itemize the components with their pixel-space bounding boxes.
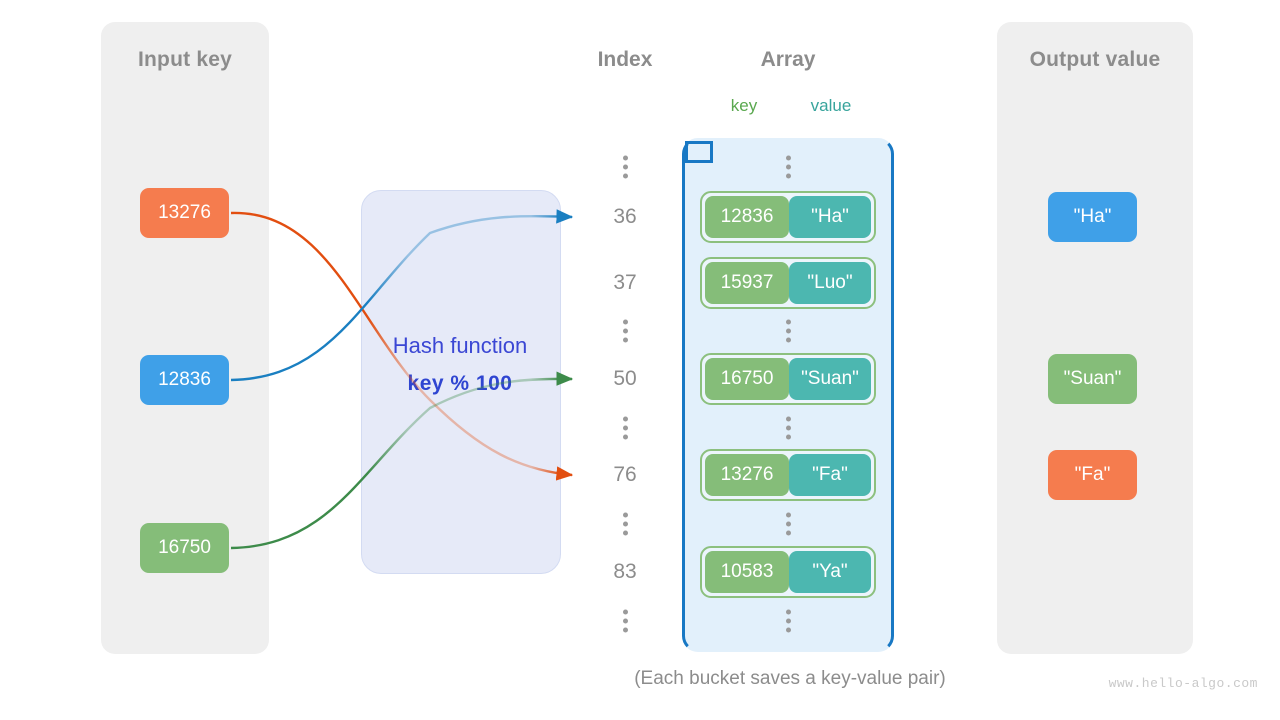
key-sub-header: key — [730, 96, 758, 115]
output-panel-title: Output value — [1029, 48, 1161, 71]
output-value-chip-fa[interactable]: "Fa" — [1048, 450, 1137, 500]
array-ellipsis — [682, 152, 894, 183]
input-key-chip-13276[interactable]: 13276 — [140, 188, 229, 238]
index-label-76: 76 — [613, 463, 637, 486]
bucket-key: 12836 — [705, 196, 789, 238]
input-key-label: 13276 — [158, 202, 211, 223]
index-label-50: 50 — [613, 367, 637, 390]
value-sub-header: value — [810, 96, 852, 115]
array-column-header: Array — [760, 48, 816, 71]
index-ellipsis — [592, 316, 658, 347]
bucket-key: 13276 — [705, 454, 789, 496]
array-ellipsis — [682, 316, 894, 347]
output-value-label: "Fa" — [1074, 464, 1111, 485]
bucket-37[interactable]: 15937 "Luo" — [700, 257, 876, 309]
bucket-value: "Suan" — [789, 358, 871, 400]
bucket-key: 15937 — [705, 262, 789, 304]
index-column-header: Index — [597, 48, 653, 71]
output-value-label: "Ha" — [1073, 206, 1112, 227]
bucket-key: 16750 — [705, 358, 789, 400]
bucket-83[interactable]: 10583 "Ya" — [700, 546, 876, 598]
diagram-caption: (Each bucket saves a key-value pair) — [634, 668, 946, 689]
index-ellipsis — [592, 606, 658, 637]
input-key-chip-12836[interactable]: 12836 — [140, 355, 229, 405]
bucket-76[interactable]: 13276 "Fa" — [700, 449, 876, 501]
bucket-50[interactable]: 16750 "Suan" — [700, 353, 876, 405]
bucket-value: "Ya" — [789, 551, 871, 593]
array-ellipsis — [682, 509, 894, 540]
hash-function-box — [361, 190, 561, 574]
input-key-label: 16750 — [158, 537, 211, 558]
output-value-chip-suan[interactable]: "Suan" — [1048, 354, 1137, 404]
index-ellipsis — [592, 413, 658, 444]
index-ellipsis — [592, 152, 658, 183]
input-key-label: 12836 — [158, 369, 211, 390]
array-ellipsis — [682, 413, 894, 444]
bucket-36[interactable]: 12836 "Ha" — [700, 191, 876, 243]
index-label-37: 37 — [613, 271, 637, 294]
bucket-key: 10583 — [705, 551, 789, 593]
index-label-36: 36 — [613, 205, 637, 228]
output-value-chip-ha[interactable]: "Ha" — [1048, 192, 1137, 242]
bucket-value: "Fa" — [789, 454, 871, 496]
input-key-chip-16750[interactable]: 16750 — [140, 523, 229, 573]
index-ellipsis — [592, 509, 658, 540]
array-ellipsis — [682, 606, 894, 637]
output-value-panel: Output value — [997, 22, 1193, 654]
site-watermark: www.hello-algo.com — [1108, 676, 1258, 691]
bucket-value: "Luo" — [789, 262, 871, 304]
input-panel-title: Input key — [138, 48, 232, 71]
output-value-label: "Suan" — [1063, 368, 1122, 389]
index-label-83: 83 — [613, 560, 637, 583]
bucket-value: "Ha" — [789, 196, 871, 238]
